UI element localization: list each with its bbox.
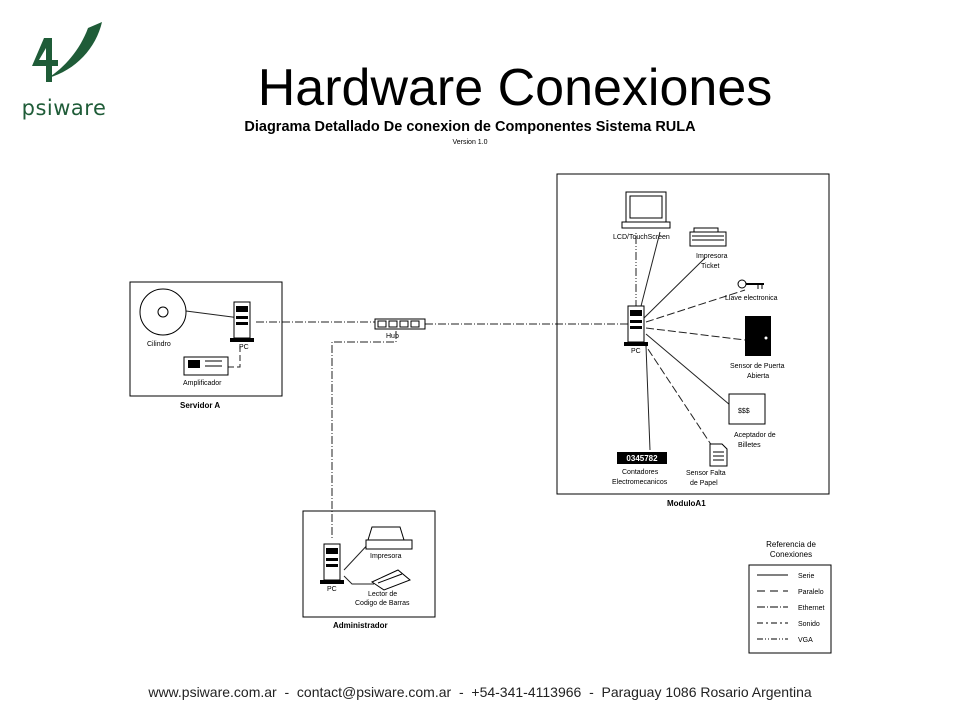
- ticket-printer-icon: [689, 227, 727, 247]
- hub-label: Hub: [386, 333, 399, 340]
- door-icon: [745, 316, 771, 356]
- lcd-monitor-icon: [621, 191, 671, 229]
- admin-pc-icon: [320, 543, 344, 584]
- impresora-ticket-label-1: Impresora: [696, 253, 728, 260]
- modulo-box: [556, 173, 830, 495]
- legend-item-serie: Serie: [798, 573, 814, 580]
- hub-icon: [374, 318, 426, 330]
- contadores-display: 0345782: [626, 454, 658, 463]
- amplificador-label: Amplificador: [183, 380, 222, 387]
- admin-label: Administrador: [333, 621, 388, 630]
- contadores-label-2: Electromecanicos: [612, 479, 668, 486]
- barcode-scanner-icon: [370, 569, 411, 591]
- impresora-ticket-label-2: Ticket: [701, 263, 719, 270]
- paralelo-sensor-papel: [641, 339, 713, 447]
- paralelo-sensor-puerta: [645, 327, 746, 341]
- legend-title-2: Conexiones: [770, 550, 812, 559]
- serie-lector: [343, 575, 374, 585]
- legend-item-sonido: Sonido: [798, 621, 820, 628]
- counter-display-icon: [617, 452, 667, 464]
- admin-printer-icon: [365, 526, 413, 550]
- serie-cilindro-pc: [185, 310, 241, 319]
- contadores-label-1: Contadores: [622, 469, 659, 476]
- brand-name: psiware: [21, 96, 107, 120]
- diagram-title: Diagrama Detallado De conexion de Compon…: [244, 119, 696, 135]
- servidor-pc-icon: [230, 301, 254, 342]
- key-icon: [737, 279, 764, 289]
- llave-label: Llave electronica: [725, 295, 778, 302]
- paralelo-amplificador-pc: [228, 344, 241, 368]
- serie-aceptador: [645, 333, 731, 406]
- ethernet-hub-admin: [331, 331, 397, 540]
- aceptador-label-2: Billetes: [738, 442, 761, 449]
- psiware-logo: psiware: [18, 18, 110, 128]
- lector-label-1: Lector de: [368, 591, 397, 598]
- aceptador-sign: $$$: [738, 408, 750, 415]
- sensor-puerta-label-1: Sensor de Puerta: [730, 363, 785, 370]
- legend-box: [748, 564, 832, 654]
- paralelo-llave: [645, 289, 746, 323]
- servidor-box: [129, 281, 283, 397]
- diagram-version: Version 1.0: [452, 139, 487, 146]
- serie-contadores: [645, 345, 651, 451]
- footer-contact: www.psiware.com.ar - contact@psiware.com…: [148, 684, 812, 700]
- lcd-label: LCD/TouchScreen: [613, 234, 670, 241]
- paper-icon: [709, 443, 728, 467]
- lector-label-2: Codigo de Barras: [355, 600, 410, 607]
- servidor-label: Servidor A: [180, 401, 220, 410]
- slide-title: Hardware Conexiones: [257, 59, 773, 117]
- bill-acceptor-icon: [728, 393, 766, 425]
- modulo-label: ModuloA1: [667, 499, 706, 508]
- serie-touchscreen: [639, 231, 661, 311]
- legend-item-vga: VGA: [798, 637, 813, 644]
- cilindro-label: Cilindro: [147, 341, 171, 348]
- modulo-pc-icon: [624, 305, 648, 346]
- admin-impresora-label: Impresora: [370, 553, 402, 560]
- servidor-pc-label: PC: [239, 344, 249, 351]
- legend-item-ethernet: Ethernet: [798, 605, 825, 612]
- amplificador-icon: [183, 356, 229, 376]
- admin-box: [302, 510, 436, 618]
- sensor-papel-label-1: Sensor Falta: [686, 470, 726, 477]
- psiware-logo-icon: [32, 22, 102, 82]
- sensor-papel-label-2: de Papel: [690, 480, 718, 487]
- sensor-puerta-label-2: Abierta: [747, 373, 769, 380]
- serie-impresora-ticket: [643, 257, 706, 319]
- legend-item-paralelo: Paralelo: [798, 589, 824, 596]
- modulo-pc-label: PC: [631, 348, 641, 355]
- aceptador-label-1: Aceptador de: [734, 432, 776, 439]
- legend-title-1: Referencia de: [766, 540, 816, 549]
- admin-pc-label: PC: [327, 586, 337, 593]
